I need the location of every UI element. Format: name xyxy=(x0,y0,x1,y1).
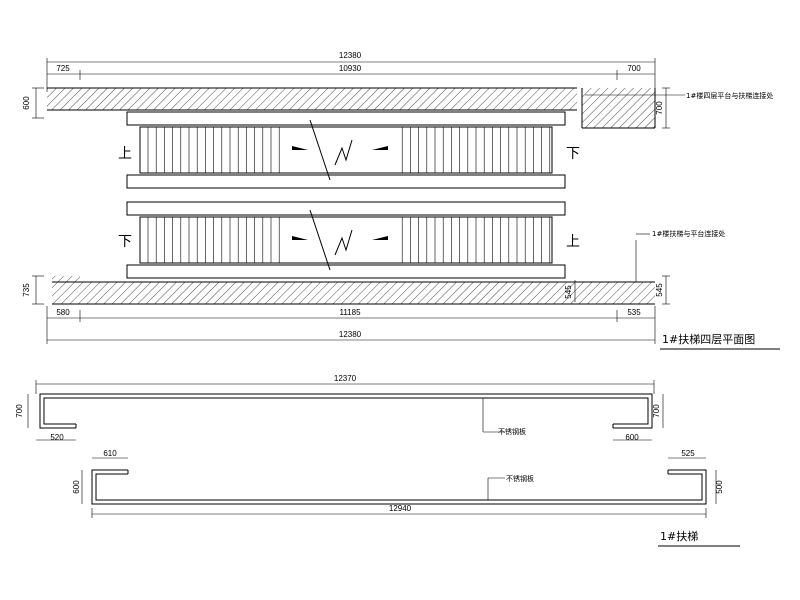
up-glyph-top: 上 xyxy=(118,146,132,162)
detail-dim-top-left-w: 520 xyxy=(50,433,64,442)
dim-left-top: 600 xyxy=(22,96,31,110)
plan-view: 12380 725 10930 700 600 700 1# xyxy=(22,51,780,350)
dim-total-bottom: 12380 xyxy=(339,330,362,339)
detail-dim-bottom-left-w: 610 xyxy=(103,449,117,458)
detail-dim-top-width: 12370 xyxy=(334,374,357,383)
detail-dim-top-right-h: 700 xyxy=(652,404,661,418)
dim-top-left: 725 xyxy=(56,64,70,73)
dim-bottom-right: 535 xyxy=(627,308,641,317)
escalator-upper: 上 下 xyxy=(118,111,580,189)
bottom-slab xyxy=(52,276,655,305)
detail-note-upper: 不锈钢板 xyxy=(498,427,526,436)
detail-dim-bottom-right-h: 500 xyxy=(715,480,724,494)
up-glyph-bottom: 上 xyxy=(566,234,580,250)
dim-top-mid: 10930 xyxy=(339,64,362,73)
top-slab xyxy=(47,87,656,129)
detail-dim-top-right-w: 600 xyxy=(625,433,639,442)
detail-dim-bottom-right-w: 525 xyxy=(681,449,695,458)
dim-bottom-mid: 11185 xyxy=(339,308,361,317)
dim-top-right: 700 xyxy=(627,64,641,73)
dim-right-top: 700 xyxy=(655,101,664,115)
note-mid-right: 1#楼扶梯与平台连接处 xyxy=(652,229,725,238)
dim-left-bottom: 735 xyxy=(22,283,31,297)
detail-title: 1#扶梯 xyxy=(660,529,698,543)
detail-dim-bottom-width: 12940 xyxy=(389,504,412,513)
lower-channel-profile xyxy=(91,469,707,505)
dim-bottom-left: 580 xyxy=(56,308,70,317)
dim-mid-right: 545 xyxy=(564,285,573,299)
dim-right-bottom: 545 xyxy=(655,283,664,297)
top-dimension-chain: 12380 725 10930 700 xyxy=(46,51,656,92)
plan-title: 1#扶梯四层平面图 xyxy=(662,332,755,346)
down-glyph-bottom: 下 xyxy=(118,234,132,250)
detail-dim-top-left-h: 700 xyxy=(15,404,24,418)
detail-view: 12370 700 520 700 600 不锈钢板 610 600 525 xyxy=(15,374,740,547)
dim-total-top: 12380 xyxy=(339,51,362,60)
note-top-right: 1#楼四层平台与扶梯连接处 xyxy=(686,91,773,100)
bottom-dimension-chain: 580 11185 535 12380 xyxy=(46,306,656,344)
detail-dim-bottom-left-h: 600 xyxy=(72,480,81,494)
down-glyph-top: 下 xyxy=(566,146,580,162)
detail-note-lower: 不锈钢板 xyxy=(506,474,534,483)
upper-channel-profile xyxy=(39,393,653,429)
escalator-lower: 下 上 xyxy=(118,201,580,279)
